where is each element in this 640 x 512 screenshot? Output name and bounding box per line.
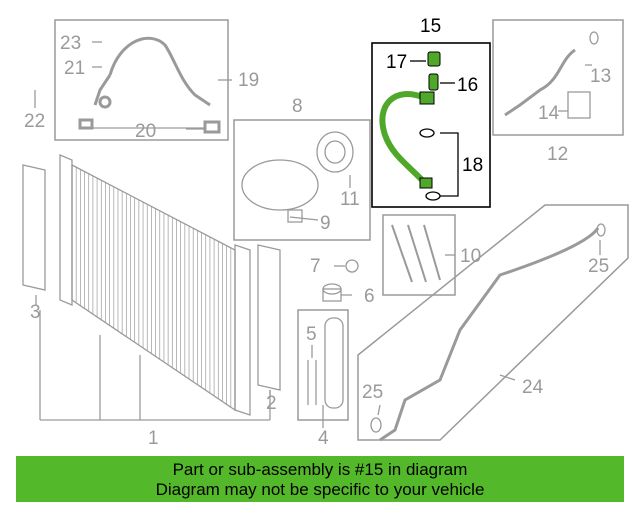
part-label-22: 22	[24, 111, 45, 132]
part-label-1: 1	[148, 428, 159, 449]
part-label-12: 12	[547, 144, 568, 165]
part-label-14: 14	[538, 103, 560, 124]
ac-parts-diagram: 1 2 3 4 5 6 7 8 9 10 11 12 13 14 19 20 2…	[22, 16, 629, 449]
part-label-17: 17	[386, 52, 407, 73]
hose-15	[379, 51, 459, 201]
bolt-7	[334, 259, 359, 273]
part-label-19: 19	[238, 70, 259, 91]
o-ring-lower	[425, 191, 441, 201]
part-label-7: 7	[310, 256, 321, 277]
part-label-25-right: 25	[588, 256, 609, 277]
highlight-box-15	[371, 42, 491, 208]
part-label-11: 11	[340, 189, 360, 210]
info-banner: Part or sub-assembly is #15 in diagram D…	[16, 456, 624, 502]
part-label-6: 6	[364, 286, 375, 307]
part-label-3: 3	[30, 302, 41, 323]
right-air-seal	[257, 244, 281, 391]
bolts-10	[391, 224, 441, 283]
line-24	[370, 223, 606, 442]
receiver-drier	[307, 317, 344, 409]
part-label-20: 20	[135, 121, 156, 142]
part-label-18: 18	[462, 155, 483, 176]
condenser-assembly	[22, 154, 281, 421]
part-label-9: 9	[320, 213, 331, 234]
part-label-8: 8	[292, 96, 303, 117]
part-6-cap	[322, 283, 352, 302]
banner-line-1: Part or sub-assembly is #15 in diagram	[172, 460, 468, 479]
cap-17	[427, 51, 441, 67]
compressor	[241, 131, 354, 223]
part-label-15: 15	[420, 16, 441, 37]
group-box-10	[382, 214, 456, 296]
part-label-10: 10	[460, 246, 481, 267]
part-label-16: 16	[457, 75, 478, 96]
left-air-seal	[22, 164, 46, 291]
o-ring-upper	[419, 128, 435, 138]
group-box-12	[492, 19, 624, 136]
part-label-2: 2	[266, 393, 277, 414]
banner-line-2: Diagram may not be specific to your vehi…	[155, 480, 485, 499]
part-label-5: 5	[306, 324, 317, 345]
part-label-13: 13	[590, 66, 611, 87]
part-label-24: 24	[522, 377, 544, 398]
valve-core-16	[428, 73, 439, 91]
suction-line-19	[78, 36, 221, 134]
group-box-8	[233, 119, 371, 241]
group-box-24	[357, 204, 629, 441]
part-label-21: 21	[64, 58, 85, 79]
part-label-25-left: 25	[362, 382, 383, 403]
part-label-23: 23	[60, 33, 81, 54]
part-label-4: 4	[318, 428, 329, 449]
line-12	[504, 31, 599, 119]
